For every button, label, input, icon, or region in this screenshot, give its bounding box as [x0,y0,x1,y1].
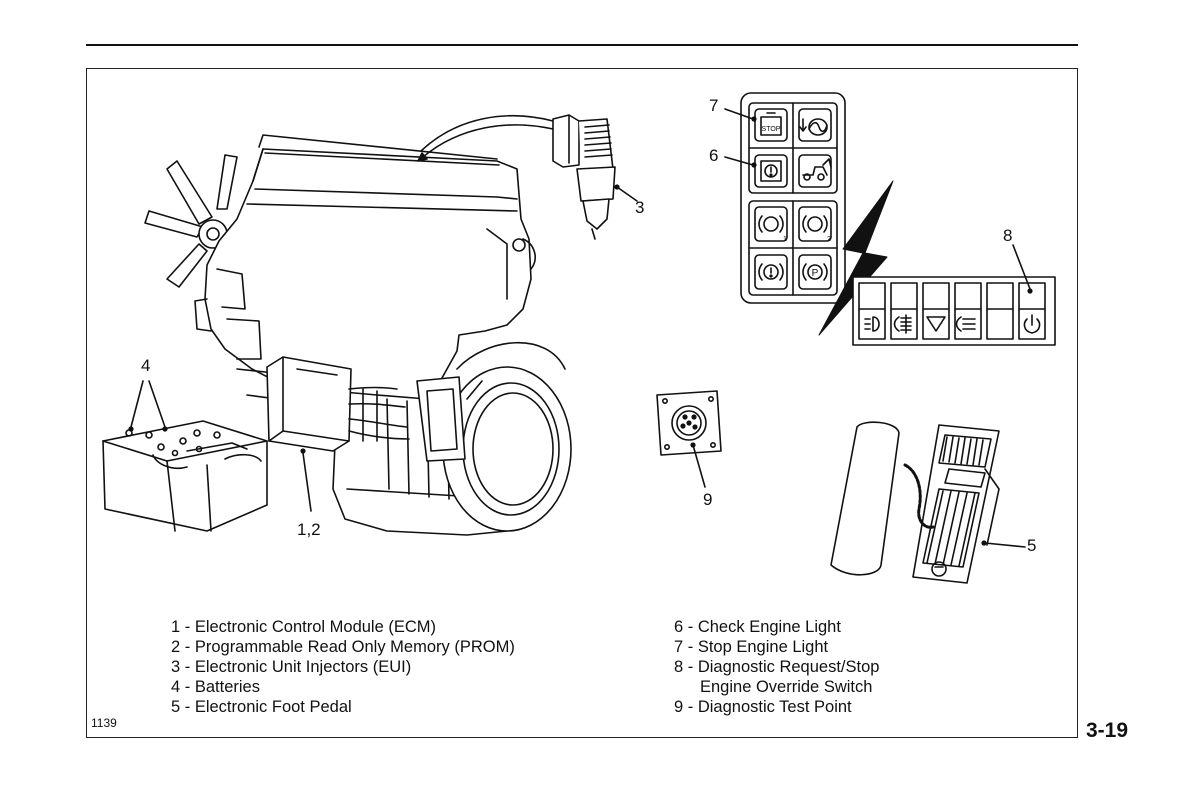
diagnostic-request-switch-icon [1023,314,1041,334]
callout-7: 7 [709,96,719,115]
fan-icon [144,154,238,288]
stop-engine-light-icon [754,108,788,142]
engine-drawing [144,114,572,536]
wiper-icon [926,316,946,332]
parking-brake-icon [798,254,832,290]
legend-item-continuation: Engine Override Switch [700,678,873,696]
work-light-icon [864,316,880,332]
parking-brake-label: P [812,268,819,279]
callout-5: 5 [1027,536,1037,555]
legend-item: 9 - Diagnostic Test Point [674,698,852,716]
page-number: 3-19 [1085,719,1128,742]
coolant-level-icon [798,108,832,142]
brake-1-label: 1 [783,236,787,243]
brake-fault-icon [754,254,788,290]
legend-item: 5 - Electronic Foot Pedal [171,698,352,716]
callout-3: 3 [635,198,645,217]
legend-item: 2 - Programmable Read Only Memory (PROM) [171,638,515,656]
front-light-icon [955,316,976,332]
legend-item: 3 - Electronic Unit Injectors (EUI) [171,658,412,676]
figure-number: 1139 [91,716,117,730]
brake-warning-2-icon [798,206,832,242]
legend-item: 6 - Check Engine Light [674,618,841,636]
diagnostic-test-point [656,390,722,488]
top-rule [86,44,1078,46]
rear-defrost-icon [893,314,912,334]
figure-frame: STOP 1 2 P 1,2 3 4 5 6 7 8 9 1 - Electro… [86,68,1078,738]
foot-pedal-drawing [830,421,1026,584]
callout-8: 8 [1003,226,1013,245]
vehicle-status-icon [798,154,832,188]
lightning-bolt-icon [818,180,894,336]
callout-4: 4 [141,356,151,375]
diagnostic-switch-bank [852,244,1056,346]
check-engine-light-icon [754,154,788,188]
engine-system-illustration: STOP 1 2 P [102,92,1056,584]
warning-light-panel [724,92,846,304]
brake-2-label: 2 [827,236,831,243]
legend-right: 6 - Check Engine Light 7 - Stop Engine L… [674,617,879,717]
legend-item: 1 - Electronic Control Module (ECM) [171,618,436,636]
legend-item: 4 - Batteries [171,678,260,696]
callout-1-2: 1,2 [297,520,321,539]
legend-item: 7 - Stop Engine Light [674,638,829,656]
legend-item: 8 - Diagnostic Request/Stop [674,658,880,676]
callout-6: 6 [709,146,719,165]
batteries-drawing [102,380,268,532]
stop-label: STOP [762,126,781,133]
callout-9: 9 [703,490,713,509]
brake-warning-1-icon [754,206,788,242]
legend-left: 1 - Electronic Control Module (ECM) 2 - … [171,617,515,717]
injector-drawing [552,114,638,240]
